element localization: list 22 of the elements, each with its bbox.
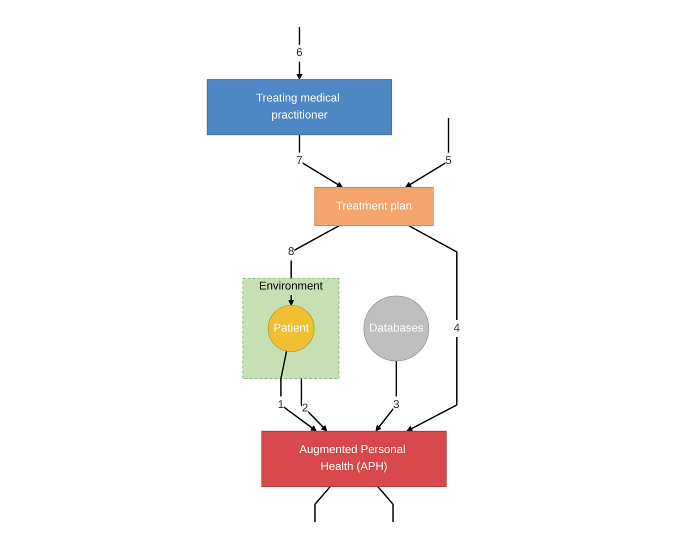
arrow xyxy=(406,225,458,432)
edge-label: 7 xyxy=(296,154,303,167)
node-box: Treating medical practitioner xyxy=(206,79,392,136)
arrow xyxy=(375,360,398,432)
arrow xyxy=(298,134,343,188)
arrow xyxy=(405,118,450,188)
connector xyxy=(314,486,331,522)
edge-label: 6 xyxy=(296,46,303,59)
edge-label: 1 xyxy=(278,398,284,411)
edge-label: 4 xyxy=(454,322,460,334)
edge-label: 8 xyxy=(288,246,294,258)
edge-label: 5 xyxy=(445,154,452,167)
node-box: Augmented Personal Health (APH) xyxy=(261,430,447,487)
arrow xyxy=(280,350,317,432)
node-circle: Patient xyxy=(268,305,315,352)
arrow xyxy=(296,26,303,80)
edge-label: 2 xyxy=(302,402,308,414)
arrow xyxy=(300,378,328,432)
connector xyxy=(377,486,394,522)
node-box: Treatment plan xyxy=(314,187,434,226)
node-circle: Databases xyxy=(364,296,430,362)
edge-label: 3 xyxy=(393,398,400,411)
